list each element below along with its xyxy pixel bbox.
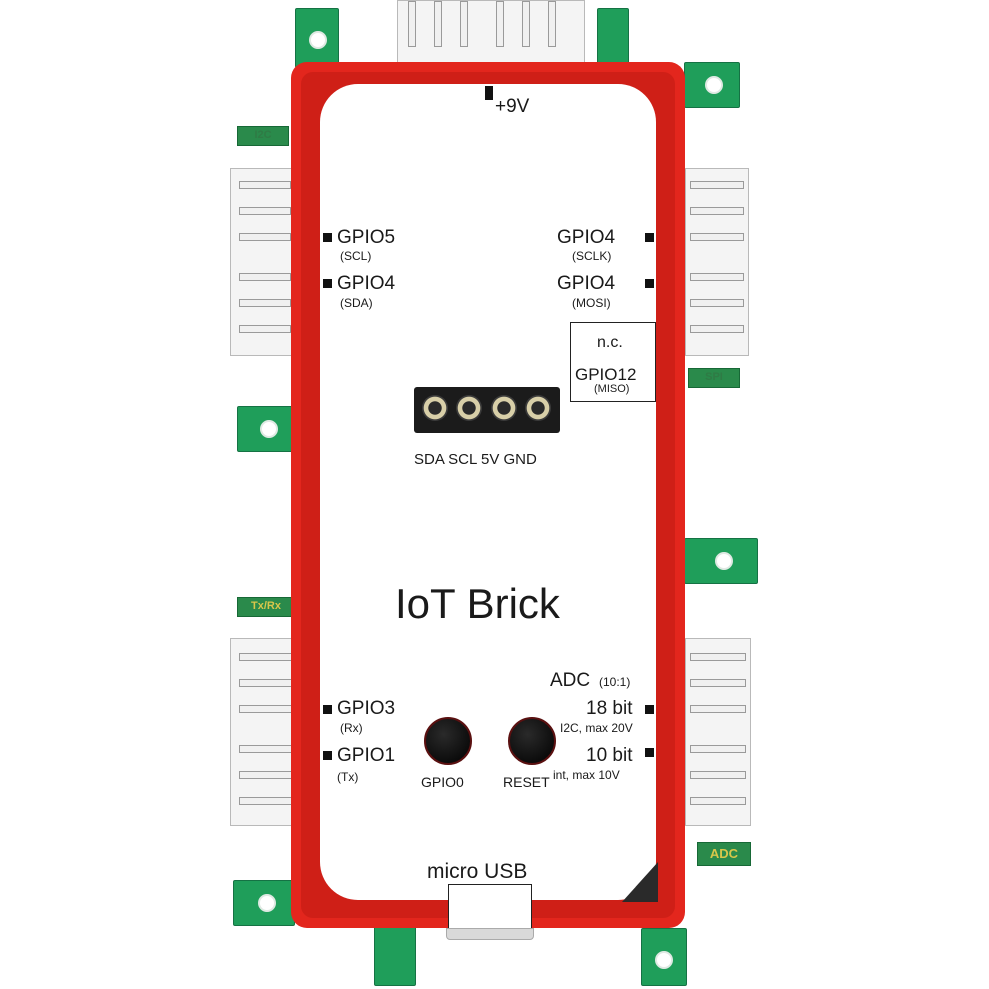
connector-label-spi: SPI [688, 368, 740, 388]
pin-marker-gpio4-sda [323, 279, 332, 288]
connector-label-adc: ADC [697, 842, 751, 866]
socket-sda [422, 395, 448, 421]
miso-label: (MISO) [594, 383, 630, 395]
power-pin-marker [485, 86, 493, 100]
connector-label-i2c: I2C [237, 126, 289, 146]
micro-usb-plug [446, 928, 534, 940]
mount-tab-bottom-left [374, 920, 416, 986]
pin-marker-adc-18bit [645, 705, 654, 714]
mount-tab-bottom-right [641, 928, 687, 986]
pin-marker-gpio4-mosi [645, 279, 654, 288]
pin-sub-gpio4-sclk: (SCLK) [572, 249, 612, 263]
nc-box [570, 322, 656, 402]
right-pin-header-upper [685, 168, 749, 356]
left-pin-header-lower [230, 638, 296, 826]
gpio0-button-label: GPIO0 [421, 774, 464, 790]
adc-title: ADC [550, 670, 591, 691]
left-pin-header-upper [230, 168, 292, 356]
mount-tab-right-top [684, 62, 740, 108]
top-pin-header [397, 0, 585, 64]
socket-5v [491, 395, 517, 421]
pin-sub-gpio5: (SCL) [340, 249, 372, 263]
pin-label-gpio4-sclk: GPIO4 [557, 227, 616, 248]
pin-sub-gpio3: (Rx) [340, 721, 363, 735]
pin-label-gpio4-mosi: GPIO4 [557, 273, 616, 294]
adc-ch2-name: 10 bit [586, 745, 633, 766]
mount-tab-right-mid [684, 538, 758, 584]
usb-label: micro USB [427, 860, 528, 883]
pin-marker-gpio1 [323, 751, 332, 760]
pin-label-gpio5: GPIO5 [337, 227, 396, 248]
adc-ch2-sub: int, max 10V [553, 768, 620, 782]
nc-label: n.c. [597, 334, 623, 351]
i2c-socket-header [414, 387, 560, 433]
pin-sub-gpio4-mosi: (MOSI) [572, 296, 611, 310]
gpio0-button[interactable] [424, 717, 472, 765]
pin-marker-gpio5 [323, 233, 332, 242]
pin-sub-gpio1: (Tx) [337, 770, 359, 784]
mount-tab-left-mid [237, 406, 295, 452]
board-title: IoT Brick [395, 580, 560, 627]
adc-ch1-sub: I2C, max 20V [560, 721, 633, 735]
connector-label-txrx: Tx/Rx [237, 597, 295, 617]
board-panel [320, 84, 656, 900]
adc-ratio: (10:1) [599, 675, 631, 689]
pin-sub-gpio4-sda: (SDA) [340, 296, 373, 310]
pin-label-gpio4-sda: GPIO4 [337, 273, 396, 294]
pin-label-gpio3: GPIO3 [337, 698, 396, 719]
pin-marker-gpio4-sclk [645, 233, 654, 242]
pin-marker-adc-10bit [645, 748, 654, 757]
pin-marker-gpio3 [323, 705, 332, 714]
adc-ch1-name: 18 bit [586, 698, 633, 719]
right-pin-header-lower [685, 638, 751, 826]
mount-tab-top-left [295, 8, 339, 68]
mount-tab-left-bottom [233, 880, 295, 926]
pin-label-gpio1: GPIO1 [337, 745, 396, 766]
micro-usb-port[interactable] [448, 884, 532, 931]
reset-button-label: RESET [503, 774, 550, 790]
socket-gnd [525, 395, 551, 421]
header-pin-labels: SDA SCL 5V GND [414, 451, 537, 468]
mount-tab-top-right [597, 8, 629, 68]
power-label: +9V [495, 96, 530, 117]
gpio12-label: GPIO12 [575, 365, 637, 384]
socket-scl [456, 395, 482, 421]
reset-button[interactable] [508, 717, 556, 765]
